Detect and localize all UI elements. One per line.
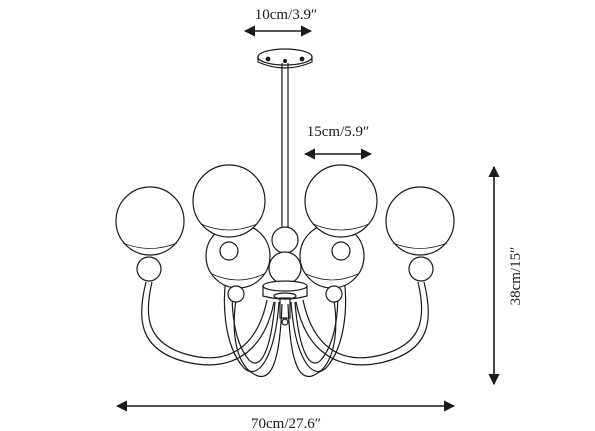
outer-right-globe — [385, 186, 455, 282]
outer-left-arm — [141, 281, 275, 366]
outer-right-arm — [295, 281, 429, 366]
upper-left-globe — [192, 164, 266, 238]
rear-right-arm — [287, 299, 337, 378]
width-label: 70cm/27.6″ — [251, 416, 321, 431]
height-label: 38cm/15″ — [508, 247, 524, 306]
outer-left-globe — [115, 186, 185, 282]
chandelier-illustration — [115, 48, 455, 378]
upper-right-globe — [304, 164, 378, 238]
inner-left-globe — [205, 223, 271, 303]
ceiling-canopy — [257, 48, 313, 69]
globe-diameter-label: 15cm/5.9″ — [307, 124, 370, 140]
center-beads — [268, 226, 302, 285]
rear-left-arm — [233, 299, 283, 378]
central-hub — [262, 280, 308, 326]
downrod — [281, 63, 289, 232]
canopy-width-label: 10cm/3.9″ — [255, 7, 318, 23]
inner-right-globe — [299, 223, 365, 303]
